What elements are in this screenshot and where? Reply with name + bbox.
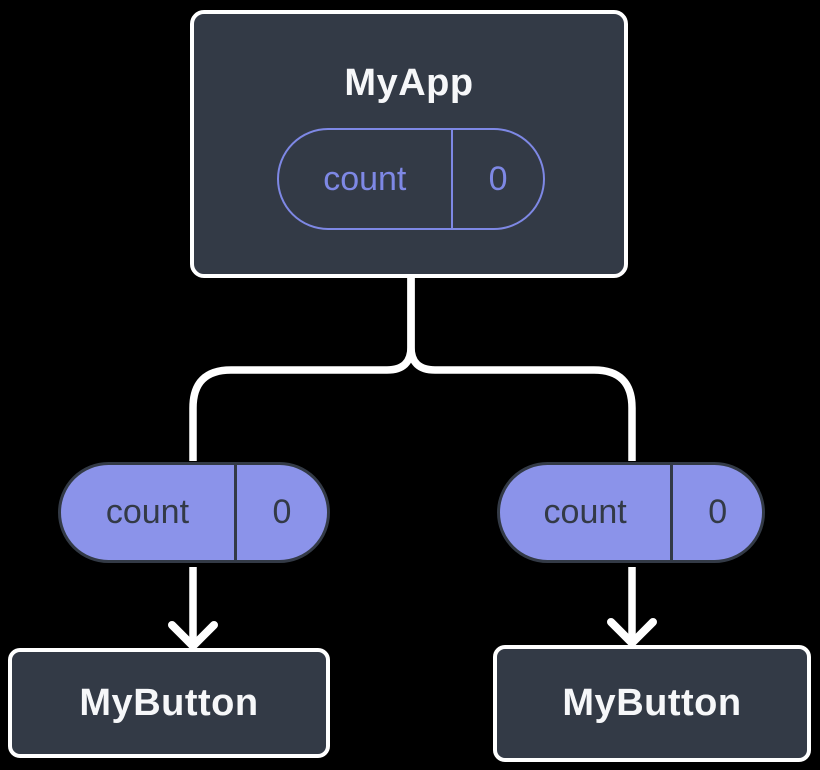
right-arrow-icon <box>607 567 657 647</box>
state-value: 0 <box>708 493 728 531</box>
pill-divider <box>233 465 237 560</box>
right-mybutton-node: MyButton <box>493 645 811 762</box>
state-key: count <box>543 493 627 531</box>
myapp-node: MyApp <box>190 10 628 278</box>
state-key: count <box>323 159 407 198</box>
myapp-state-pill: count 0 <box>277 128 545 230</box>
right-prop-pill: count 0 <box>497 462 765 563</box>
state-value: 0 <box>272 493 292 531</box>
left-prop-pill: count 0 <box>58 462 330 563</box>
pill-divider <box>670 465 674 560</box>
state-value: 0 <box>488 159 508 198</box>
branch-connector <box>189 276 636 461</box>
left-arrow-icon <box>168 567 218 650</box>
pill-divider <box>450 130 454 228</box>
mybutton-title: MyButton <box>79 681 259 724</box>
state-key: count <box>105 493 190 531</box>
myapp-title: MyApp <box>344 62 474 104</box>
left-mybutton-node: MyButton <box>8 648 330 758</box>
mybutton-title: MyButton <box>562 682 742 724</box>
